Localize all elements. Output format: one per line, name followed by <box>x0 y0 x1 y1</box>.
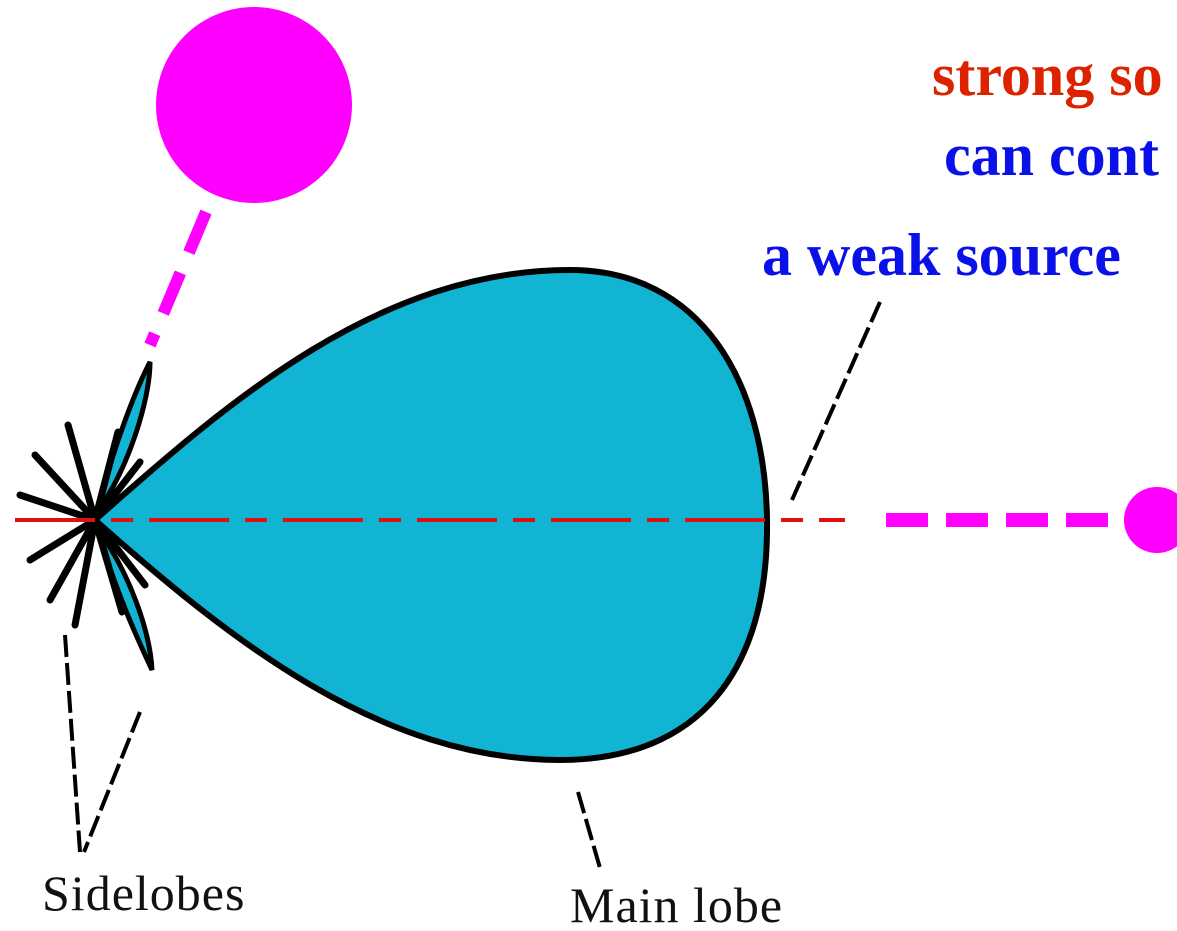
main-lobe-label-pointer <box>576 791 602 869</box>
sidelobes-label: Sidelobes <box>42 865 245 921</box>
back-lobes <box>16 421 149 629</box>
sidelobes-pointer-a <box>63 634 82 853</box>
main-lobe-shape <box>92 267 771 763</box>
strong-source-ray <box>144 209 212 348</box>
main-lobe-edge-pointer <box>790 301 882 501</box>
header-line-1: strong so <box>932 42 1163 108</box>
strong-source-circle <box>156 7 352 203</box>
header-line-2: can cont <box>944 122 1159 188</box>
header-line-3: a weak source <box>762 222 1121 288</box>
sidelobes-pointer-b <box>82 711 142 853</box>
weak-source-circle <box>1124 487 1177 553</box>
main-lobe-label: Main lobe <box>570 877 783 931</box>
pointer-lines <box>63 301 882 869</box>
